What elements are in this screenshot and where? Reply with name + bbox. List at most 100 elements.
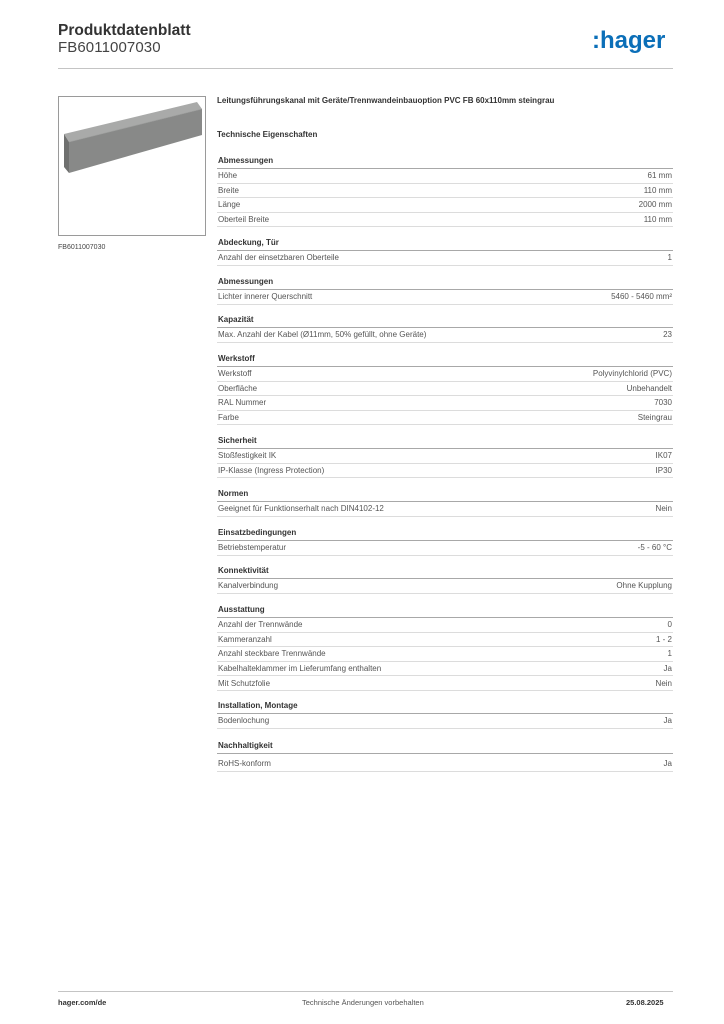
row-label: Kanalverbindung xyxy=(218,581,279,591)
section-title: Sicherheit xyxy=(218,436,257,445)
section-title: Abmessungen xyxy=(218,277,274,286)
section-divider xyxy=(217,713,673,714)
section-standards: Normen Geeignet für Funktionserhalt nach… xyxy=(217,489,673,517)
section-title: Installation, Montage xyxy=(218,701,298,710)
section-title: Konnektivität xyxy=(218,566,269,575)
section-equipment: Ausstattung Anzahl der Trennwände 0 Kamme… xyxy=(217,605,673,691)
section-title: Einsatzbedingungen xyxy=(218,528,297,537)
section-divider xyxy=(217,448,673,449)
row-value: 1 xyxy=(667,649,672,659)
table-row: Mit Schutzfolie Nein xyxy=(217,676,673,691)
footer-divider xyxy=(58,991,673,992)
section-safety: Sicherheit Stoßfestigkeit IK IK07 IP-Klas… xyxy=(217,436,673,479)
section-capacity: Kapazität Max. Anzahl der Kabel (Ø11mm, … xyxy=(217,315,673,343)
row-label: Anzahl steckbare Trennwände xyxy=(218,649,326,659)
table-row: Betriebstemperatur -5 - 60 °C xyxy=(217,541,673,556)
table-row: Anzahl der einsetzbaren Oberteile 1 xyxy=(217,251,673,266)
row-value: 110 mm xyxy=(643,215,672,225)
row-label: Oberteil Breite xyxy=(218,215,270,225)
section-divider xyxy=(217,250,673,251)
row-value: Ja xyxy=(663,716,672,726)
section-divider xyxy=(217,366,673,367)
row-label: Bodenlochung xyxy=(218,716,270,726)
section-title: Abdeckung, Tür xyxy=(218,238,279,247)
header-divider xyxy=(58,68,673,69)
table-row: IP-Klasse (Ingress Protection)IP30 xyxy=(217,464,673,479)
section-divider xyxy=(217,540,673,541)
image-caption: FB6011007030 xyxy=(58,244,106,251)
row-label: Stoßfestigkeit IK xyxy=(218,451,277,461)
section-divider xyxy=(217,753,673,754)
table-row: Länge 2000 mm xyxy=(217,198,673,213)
row-label: Anzahl der einsetzbaren Oberteile xyxy=(218,253,339,263)
row-label: Oberfläche xyxy=(218,383,258,393)
row-label: Kammeranzahl xyxy=(218,634,272,644)
section-operating-conditions: Einsatzbedingungen Betriebstemperatur -5 … xyxy=(217,528,673,556)
section-divider xyxy=(217,617,673,618)
row-label: Anzahl der Trennwände xyxy=(218,620,303,630)
row-value: Polyvinylchlorid (PVC) xyxy=(592,369,672,379)
row-value: IK07 xyxy=(655,451,672,461)
section-title: Ausstattung xyxy=(218,605,265,614)
row-value: Ohne Kupplung xyxy=(616,581,672,591)
section-divider xyxy=(217,168,673,169)
row-value: 2000 mm xyxy=(638,200,672,210)
row-value: IP30 xyxy=(655,465,672,475)
footer-website: hager.com/de xyxy=(58,998,107,1007)
row-label: Geeignet für Funktionserhalt nach DIN410… xyxy=(218,504,384,514)
table-row: Oberfläche Unbehandelt xyxy=(217,382,673,397)
row-value: 5460 - 5460 mm² xyxy=(611,292,672,302)
table-row: Oberteil Breite 110 mm xyxy=(217,213,673,228)
row-value: Unbehandelt xyxy=(626,383,672,393)
table-row: Kabelhalteklammer im Lieferumfang enthal… xyxy=(217,662,673,677)
footer-date: 25.08.2025 xyxy=(626,998,664,1007)
row-value: Ja xyxy=(663,664,672,674)
section-connectivity: Konnektivität Kanalverbindung Ohne Kupplu… xyxy=(217,566,673,594)
section-title: Werkstoff xyxy=(218,354,255,363)
row-value: -5 - 60 °C xyxy=(637,543,672,553)
row-label: Höhe xyxy=(218,171,238,181)
row-label: RoHS-konform xyxy=(218,759,271,769)
table-row: Höhe 61 mm xyxy=(217,169,673,184)
section-title: Normen xyxy=(218,489,249,498)
product-image xyxy=(58,96,206,236)
page-title: Produktdatenblatt xyxy=(58,22,191,39)
row-value: 23 xyxy=(663,330,672,340)
section-installation: Installation, Montage Bodenlochung Ja xyxy=(217,701,673,729)
row-value: Nein xyxy=(655,504,672,514)
logo-text: :hager xyxy=(592,27,665,54)
table-row: Stoßfestigkeit IK IK07 xyxy=(217,449,673,464)
section-divider xyxy=(217,327,673,328)
row-value: 0 xyxy=(667,620,672,630)
table-row: Anzahl steckbare Trennwände 1 xyxy=(217,647,673,662)
table-row: Max. Anzahl der Kabel (Ø11mm, 50% gefüll… xyxy=(217,328,673,343)
section-divider xyxy=(217,578,673,579)
section-divider xyxy=(217,289,673,290)
row-label: Kabelhalteklammer im Lieferumfang enthal… xyxy=(218,664,382,674)
row-value: 7030 xyxy=(654,398,672,408)
row-value: 61 mm xyxy=(647,171,672,181)
row-label: RAL Nummer xyxy=(218,398,267,408)
section-divider xyxy=(217,501,673,502)
row-label: Breite xyxy=(218,185,239,195)
section-title: Abmessungen xyxy=(218,156,274,165)
row-label: Betriebstemperatur xyxy=(218,543,287,553)
row-value: 1 xyxy=(667,253,672,263)
row-label: Länge xyxy=(218,200,241,210)
table-row: Kammeranzahl 1 - 2 xyxy=(217,633,673,648)
article-number: FB6011007030 xyxy=(58,39,161,56)
table-row: Geeignet für Funktionserhalt nach DIN410… xyxy=(217,502,673,517)
row-label: Mit Schutzfolie xyxy=(218,678,271,688)
table-row: RAL Nummer 7030 xyxy=(217,396,673,411)
row-value: 1 - 2 xyxy=(655,634,672,644)
row-value: Nein xyxy=(655,678,672,688)
